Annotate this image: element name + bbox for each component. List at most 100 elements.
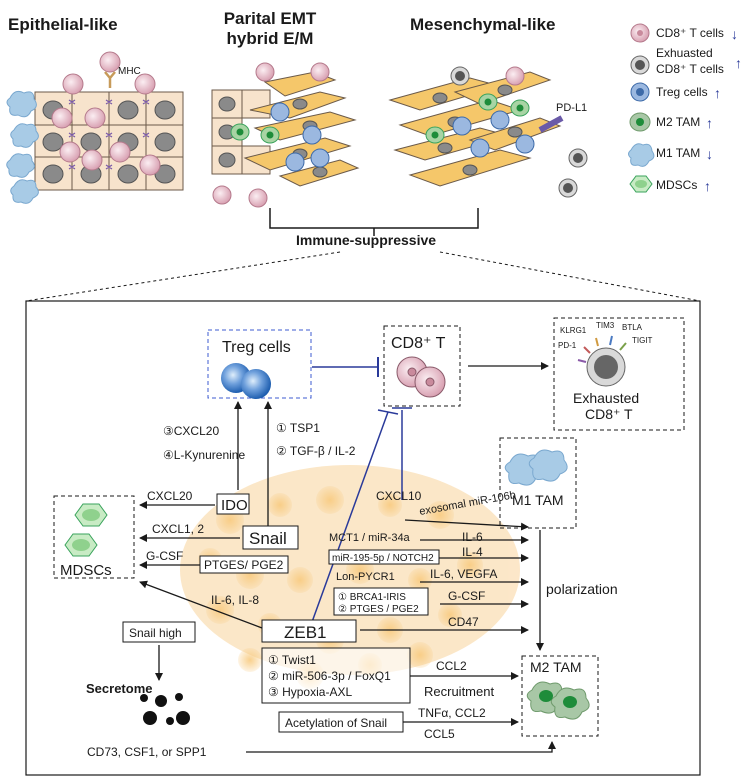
zoom-lines [25, 251, 701, 302]
mir195-box [328, 549, 440, 565]
legend: CD8⁺ T cells ↓ Exhuasted CD8⁺ T cells ↑ … [628, 23, 742, 194]
tnfa-label: TNFα, CCL2 [418, 706, 486, 720]
snail-box [242, 525, 299, 550]
cxcl20-label: ③CXCL20 [163, 424, 219, 438]
kynurenine-label: ④L-Kynurenine [163, 448, 245, 462]
legend-mdsc-trend: ↑ [704, 178, 711, 194]
ptges-box [199, 555, 289, 574]
snail-label: Snail [249, 529, 287, 548]
tsp1-label: ① TSP1 [276, 421, 320, 435]
legend-treg-label: Treg cells [656, 85, 708, 99]
legend-m1-trend: ↓ [706, 146, 713, 162]
polarization-label: polarization [546, 581, 618, 597]
marker-tim3: TIM3 [596, 321, 615, 330]
recruitment-label: Recruitment [424, 684, 494, 699]
tgf-il2-label: ② TGF-β / IL-2 [276, 444, 356, 458]
pd-l1-label: PD-L1 [556, 102, 587, 114]
mdscs-label: MDSCs [60, 562, 112, 579]
ptges-label: PTGES/ PGE2 [204, 558, 284, 572]
cxcl12-label: CXCL1, 2 [152, 522, 204, 536]
ido-box [216, 493, 250, 515]
il6-il8-label: IL-6, IL-8 [211, 593, 259, 607]
legend-treg-icon [630, 82, 650, 102]
partial-emt-title-line1: Parital EMT [224, 9, 317, 28]
legend-mdsc-label: MDSCs [656, 178, 697, 192]
lon-label: Lon-PYCR1 [336, 571, 395, 583]
mhc-label: MHC [118, 66, 141, 77]
mesenchymal-title: Mesenchymal-like [410, 15, 556, 34]
ccl5-label: CCL5 [424, 727, 455, 741]
gcsf-right-label: G-CSF [448, 589, 485, 603]
legend-m1-icon [628, 143, 655, 167]
exhausted-label-line1: Exhausted [573, 390, 639, 406]
legend-m1-label: M1 TAM [656, 146, 700, 160]
marker-klrg1: KLRG1 [560, 326, 587, 335]
legend-exhausted-label2: CD8⁺ T cells [656, 62, 724, 76]
mdscs-icon [64, 503, 108, 557]
exosomal-arrow [404, 519, 529, 531]
snail-high-label: Snail high [129, 626, 182, 640]
mechanism-panel [25, 300, 701, 776]
treg-box [207, 329, 312, 399]
brca-box [333, 587, 429, 616]
legend-cd8-trend: ↓ [731, 26, 738, 42]
epithelial-cell-grid [34, 91, 184, 191]
m1-tam-label: M1 TAM [512, 492, 564, 508]
m1-tam-box [499, 437, 577, 529]
cd8-cells-icon [396, 356, 446, 398]
mhc-receptor-icon [104, 71, 116, 88]
immune-suppressive-bracket [269, 208, 479, 236]
gcsf-left-label: G-CSF [146, 549, 183, 563]
marker-tigit: TIGIT [632, 336, 653, 345]
zeb1-box [261, 619, 357, 643]
il4-label: IL-4 [462, 545, 483, 559]
acetylation-label: Acetylation of Snail [285, 716, 387, 730]
cd73-label: CD73, CSF1, or SPP1 [87, 745, 207, 759]
legend-mdsc-icon [629, 175, 653, 193]
mir506-label: ② miR-506-3p / FoxQ1 [268, 669, 391, 683]
exhausted-label-line2: CD8⁺ T [585, 406, 633, 422]
epithelial-cd8-cells [51, 51, 161, 176]
zeb1-label: ZEB1 [284, 623, 327, 642]
il6-vegfa-label: IL-6, VEGFA [430, 567, 497, 581]
exhausted-box [553, 317, 685, 431]
m2-tam-icon [526, 681, 590, 720]
secretome-particles-icon [140, 693, 190, 725]
treg-cells-icon [221, 363, 271, 399]
cd8-inhibition-lines [311, 407, 412, 623]
hypoxia-label: ③ Hypoxia-AXL [268, 685, 352, 699]
partial-emt-cell-cluster [211, 62, 360, 208]
mesenchymal-cell-cluster [388, 66, 588, 198]
brca-label: ① BRCA1-IRIS [338, 592, 406, 603]
twist-label: ① Twist1 [268, 653, 316, 667]
m1-tam-icon [504, 449, 568, 486]
treg-induction-arrows [234, 362, 549, 530]
m2-tam-box [521, 655, 599, 737]
cd8-label: CD8⁺ T [391, 335, 446, 352]
cd47-label: CD47 [448, 615, 479, 629]
il6-a-label: IL-6 [462, 530, 483, 544]
secretome-to-m2-arrow [246, 741, 556, 753]
ptges2-label: ② PTGES / PGE2 [338, 604, 419, 615]
immune-suppressive-label: Immune-suppressive [296, 232, 436, 248]
mct1-label: MCT1 / miR-34a [329, 532, 411, 544]
ccl2-label: CCL2 [436, 659, 467, 673]
cxcl20-arrow-label: CXCL20 [147, 489, 193, 503]
m2-tam-label: M2 TAM [530, 659, 582, 675]
pd-l1-ligand-icon [538, 115, 564, 133]
legend-exhausted-label: Exhuasted [656, 46, 713, 60]
epithelial-title: Epithelial-like [8, 15, 118, 34]
secretome-label: Secretome [86, 681, 152, 696]
legend-exhausted-trend: ↑ [735, 55, 742, 71]
marker-btla: BTLA [622, 323, 643, 332]
cytokine-arrows [360, 530, 544, 651]
legend-m2-label: M2 TAM [656, 115, 700, 129]
mir195-label: miR-195-5p / NOTCH2 [332, 553, 434, 564]
snail-high-box [122, 621, 196, 643]
legend-m2-icon [629, 112, 651, 132]
ido-label: IDO [221, 497, 248, 514]
legend-cd8-icon [630, 23, 650, 43]
legend-treg-trend: ↑ [714, 85, 721, 101]
cxcl10-label: CXCL10 [376, 489, 422, 503]
partial-emt-title-line2: hybrid E/M [227, 29, 314, 48]
